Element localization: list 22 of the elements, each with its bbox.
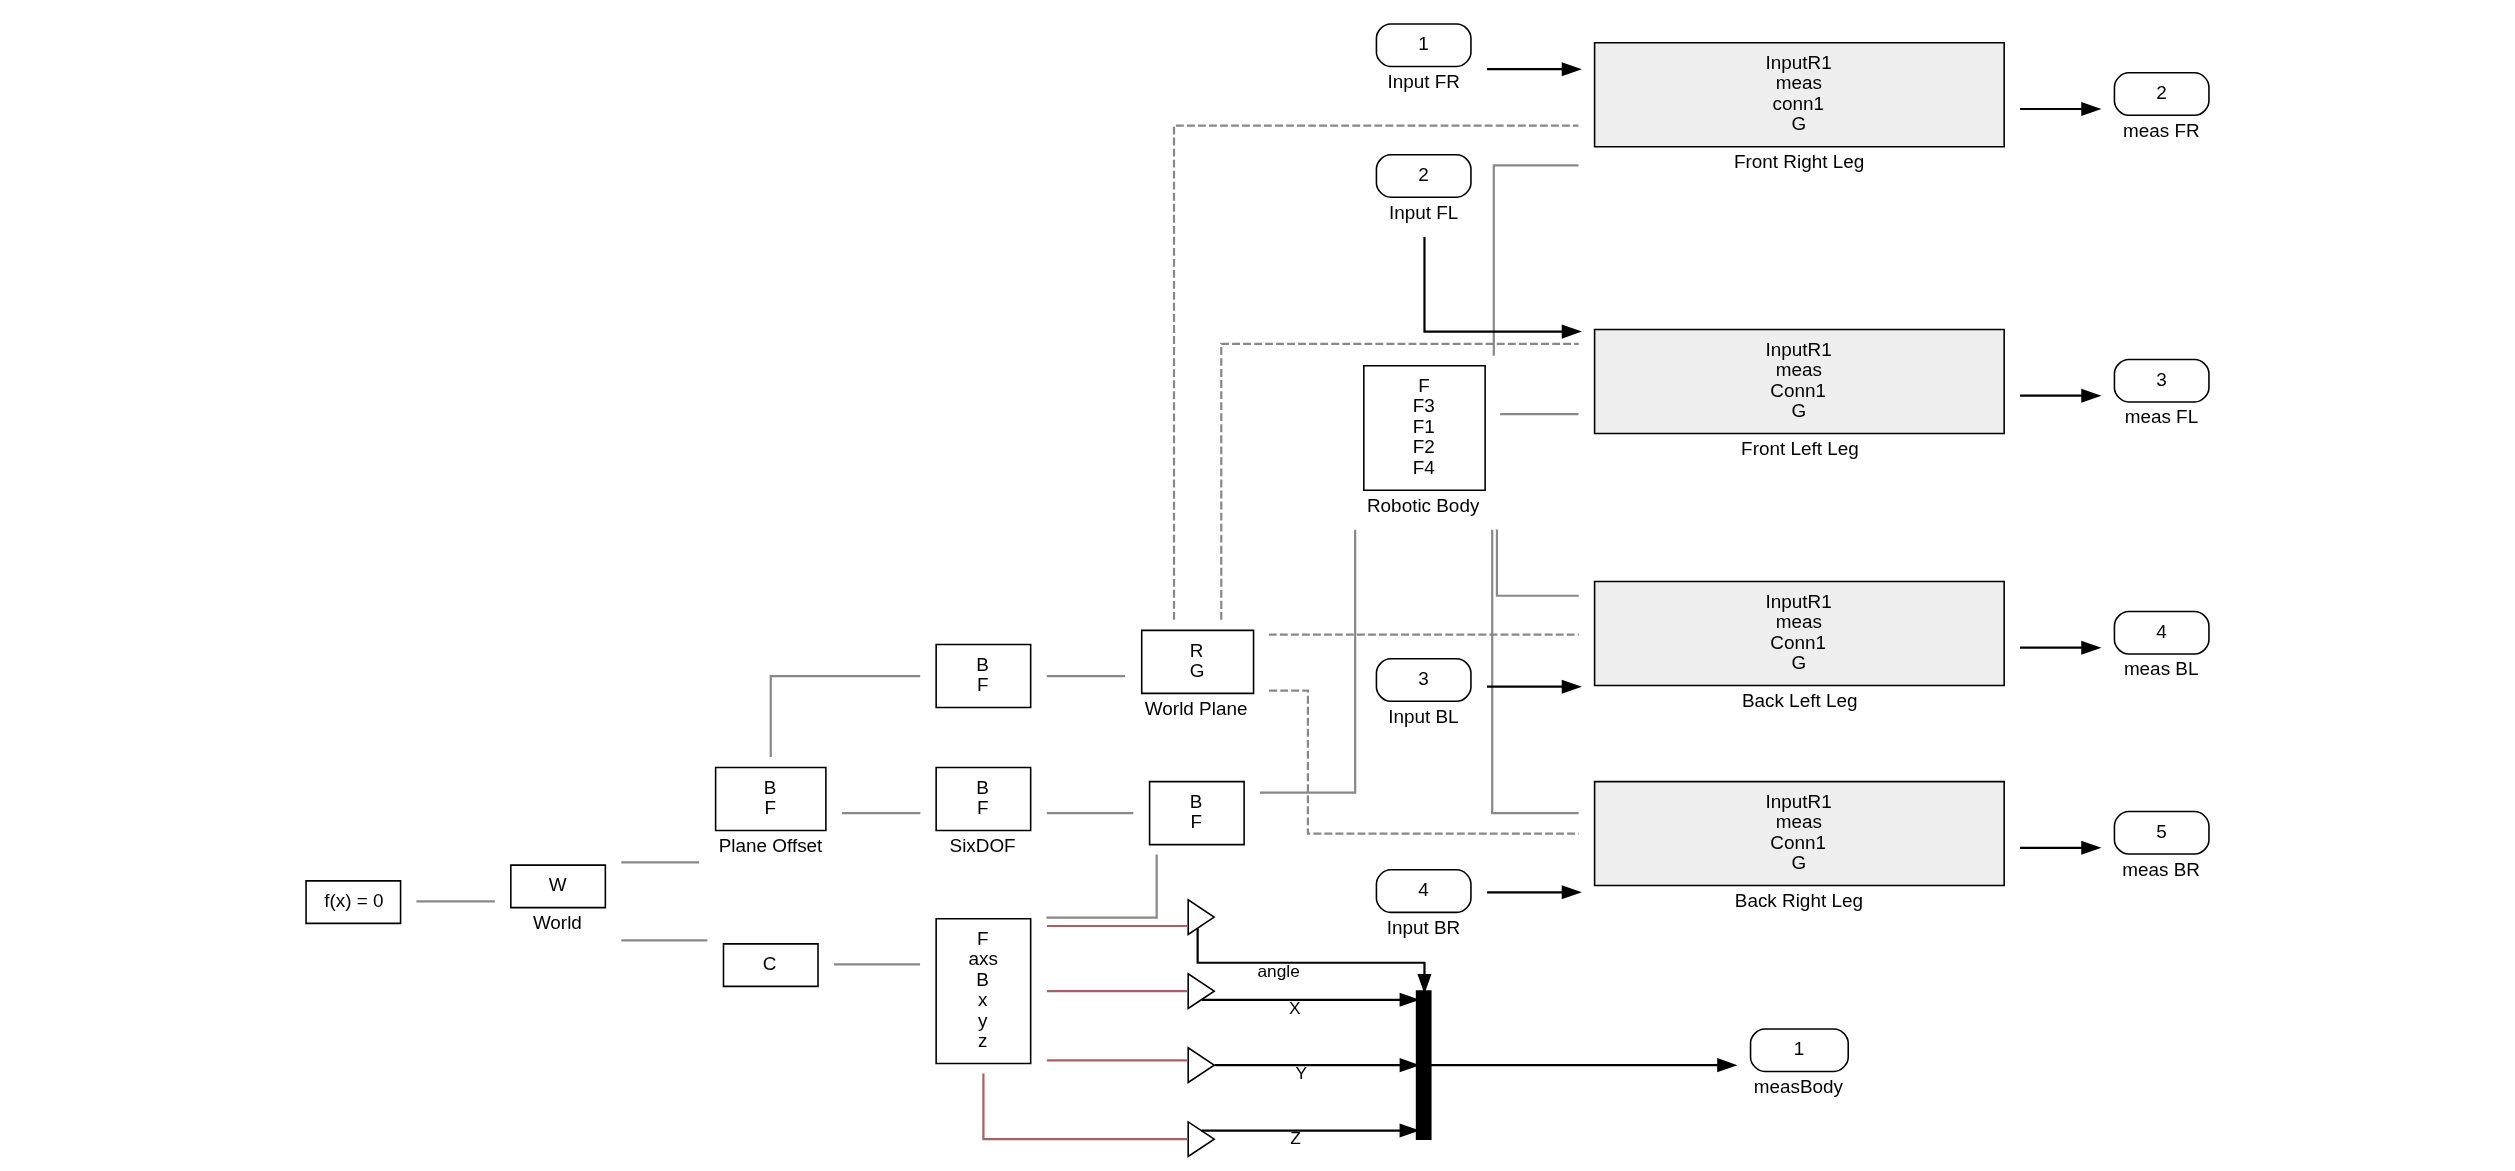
edge-label: X — [1289, 997, 1301, 1018]
node-label: Back Right Leg — [1734, 890, 1863, 912]
edge-label: Z — [1290, 1128, 1301, 1149]
node-label: Input FL — [1389, 201, 1459, 223]
node-label: Front Right Leg — [1734, 151, 1865, 173]
node-label: World Plane — [1144, 697, 1248, 719]
node-label: World — [532, 912, 582, 934]
node-label: meas FR — [2123, 119, 2200, 141]
node-label: Input FR — [1387, 70, 1460, 92]
edge-label: angle — [1257, 960, 1300, 981]
node-label: Input BL — [1388, 705, 1459, 727]
node-label: meas BL — [2123, 658, 2199, 680]
edge-label: Y — [1295, 1063, 1308, 1084]
node-label: Back Left Leg — [1741, 689, 1858, 711]
node-label: meas BR — [2122, 858, 2200, 880]
node-label: measBody — [1753, 1075, 1843, 1097]
node-label: Front Left Leg — [1741, 437, 1859, 459]
node-label: meas FL — [2124, 406, 2199, 428]
node-label: Plane Offset — [718, 834, 823, 856]
node-label: SixDOF — [949, 834, 1016, 856]
node-label: Robotic Body — [1366, 494, 1480, 516]
node-label: Input BR — [1386, 916, 1461, 938]
